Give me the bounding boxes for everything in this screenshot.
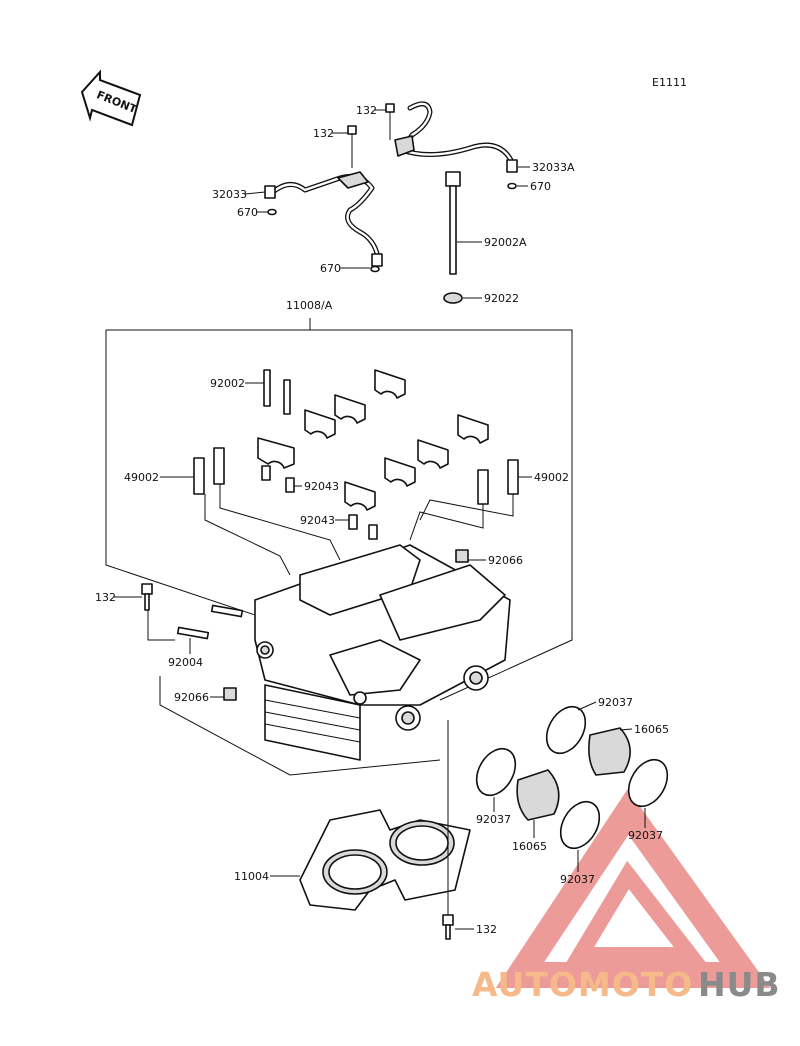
callout-92002a: 92002A: [484, 236, 527, 249]
washer-92022: [443, 292, 463, 304]
callout-670-c: 670: [320, 262, 341, 275]
bolt-132-left: [141, 583, 175, 641]
callout-92066-a: 92066: [488, 554, 523, 567]
page-code: E1111: [652, 76, 687, 89]
plug-92066-b: [223, 687, 237, 701]
head-gasket-11004: [299, 809, 471, 911]
watermark-brand-part2: HUB: [698, 965, 781, 1004]
dowel-92043-d: [368, 524, 378, 540]
callout-16065-a: 16065: [634, 723, 669, 736]
callout-16065-b: 16065: [512, 840, 547, 853]
dowel-92043-b: [285, 477, 295, 493]
clamp-92037-b: [627, 758, 669, 808]
callout-132-d: 132: [476, 923, 497, 936]
callout-92022: 92022: [484, 292, 519, 305]
front-direction-arrow: FRONT: [80, 69, 142, 127]
callout-92002: 92002: [210, 377, 245, 390]
holder-16065-a: [588, 727, 631, 776]
stud-92002a: [445, 171, 461, 275]
callout-92043-b: 92043: [300, 514, 335, 527]
callout-32033: 32033: [212, 188, 247, 201]
callout-132-c: 132: [95, 591, 116, 604]
watermark-logo: [495, 789, 771, 988]
bolt-132-top-a: [347, 125, 357, 168]
oil-pipe-32033a: [394, 101, 518, 173]
bolt-92002-a: [263, 369, 271, 407]
washer-670-a: [507, 182, 517, 190]
clamp-92037-d: [559, 800, 601, 850]
clamp-92037-c: [475, 747, 517, 797]
callout-132-b: 132: [313, 127, 334, 140]
callout-92066-b: 92066: [174, 691, 209, 704]
clamp-92037-a: [545, 705, 587, 755]
cam-caps: [257, 369, 489, 511]
fitting-49002-right: [409, 459, 519, 541]
watermark-text: AUTOMOTO HUB: [472, 965, 781, 1004]
callout-670-b: 670: [237, 206, 258, 219]
washer-670-b: [267, 208, 277, 216]
washer-670-c: [370, 265, 380, 273]
cylinder-head: [254, 544, 511, 761]
callout-11008a: 11008/A: [286, 299, 333, 312]
stud-92004-a: [210, 604, 244, 618]
cylinder-head-assy-outline: [105, 318, 573, 776]
holder-16065-b: [516, 769, 560, 821]
callouts: 132 132 32033A 670 32033 670 92002A 670 …: [95, 104, 669, 936]
stud-92004-b: [176, 626, 210, 640]
callout-92043-a: 92043: [304, 480, 339, 493]
callout-49002-left: 49002: [124, 471, 159, 484]
callout-132-a: 132: [356, 104, 377, 117]
callout-92037-b: 92037: [476, 813, 511, 826]
callout-11004: 11004: [234, 870, 269, 883]
callout-92004: 92004: [168, 656, 203, 669]
callout-32033a: 32033A: [532, 161, 575, 174]
bolt-92002-b: [283, 379, 291, 415]
dowel-92043-c: [348, 514, 358, 530]
bolt-132-top-b: [385, 103, 395, 140]
callout-92037-c: 92037: [628, 829, 663, 842]
watermark-brand-part1: AUTOMOTO: [472, 965, 693, 1004]
dowel-92043-a: [261, 465, 271, 481]
bolt-132-bottom: [442, 720, 454, 940]
plug-92066-a: [455, 549, 469, 563]
callout-49002-right: 49002: [534, 471, 569, 484]
callout-670-a: 670: [530, 180, 551, 193]
fitting-49002-left: [193, 447, 341, 576]
callout-92037-a: 92037: [598, 696, 633, 709]
oil-pipe-32033: [264, 171, 383, 267]
callout-92037-d: 92037: [560, 873, 595, 886]
